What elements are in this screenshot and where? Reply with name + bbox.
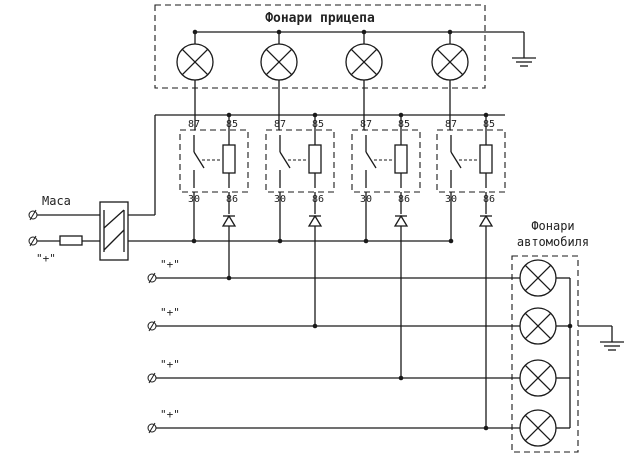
relay-pin-85: 85 (398, 119, 410, 130)
relay-pin-85: 85 (226, 119, 238, 130)
plus-label-left: "+" (36, 252, 56, 265)
ground-label: Маса (42, 194, 71, 208)
relay-switch (450, 151, 462, 169)
relay-30-node (448, 238, 454, 244)
relay-coil (394, 144, 408, 174)
car-lamp-4 (519, 409, 557, 447)
relay-pin-87: 87 (188, 119, 200, 130)
car-plus-terminal-2 (147, 320, 157, 332)
trailer-ground-icon (512, 57, 536, 67)
relay-switch (365, 151, 377, 169)
car-ground-icon (600, 341, 624, 351)
relay-pin-86: 86 (483, 194, 495, 205)
relay-box-2 (265, 129, 335, 193)
relay-coil (222, 144, 236, 174)
car-ground-node (567, 323, 573, 329)
connector-block (99, 201, 129, 261)
car-lights-label-line1: Фонари (531, 219, 574, 233)
relay-coil (308, 144, 322, 174)
car-plus-terminal-3 (147, 372, 157, 384)
plus-label-car-4: "+" (160, 408, 180, 421)
trailer-lamps (176, 29, 469, 130)
plus-label-car-2: "+" (160, 306, 180, 319)
fuse (59, 235, 83, 246)
car-lights-label-line2: автомобиля (517, 235, 589, 249)
car-section: "+" "+" "+" "+" (147, 255, 579, 453)
car-lamp-3 (519, 359, 557, 397)
car-lights-box (511, 255, 579, 453)
relay-coil (479, 144, 493, 174)
relay-pin-86: 86 (398, 194, 410, 205)
car-lamp-2 (519, 307, 557, 345)
diode-icon (221, 214, 237, 227)
trailer-lights-label: Фонари прицепа (265, 11, 375, 26)
plus-label-car-3: "+" (160, 358, 180, 371)
plus-label-car-1: "+" (160, 258, 180, 271)
trailer-lamp-3 (345, 43, 383, 81)
diode-icon (307, 214, 323, 227)
car-lamp-1 (519, 259, 557, 297)
relay-pin-85: 85 (483, 119, 495, 130)
trailer-lamp-1 (176, 43, 214, 81)
plus-terminal (28, 235, 38, 247)
relay-box-3 (351, 129, 421, 193)
relay-pin-86: 86 (226, 194, 238, 205)
relay-pin-87: 87 (445, 119, 457, 130)
relay-pin-86: 86 (312, 194, 324, 205)
trailer-lamp-2 (260, 43, 298, 81)
diode-icon (393, 214, 409, 227)
relay-switch (279, 151, 291, 169)
trailer-lamp-4 (431, 43, 469, 81)
diode-icon (478, 214, 494, 227)
relay-switch (193, 151, 205, 169)
car-plus-terminal-4 (147, 422, 157, 434)
car-plus-terminal-1 (147, 272, 157, 284)
relay-box-1 (179, 129, 249, 193)
trailer-lights-box (154, 4, 486, 89)
relay-pin-85: 85 (312, 119, 324, 130)
relay-pin-87: 87 (274, 119, 286, 130)
relay-pin-87: 87 (360, 119, 372, 130)
ground-terminal (28, 209, 38, 221)
relay-box-4 (436, 129, 506, 193)
